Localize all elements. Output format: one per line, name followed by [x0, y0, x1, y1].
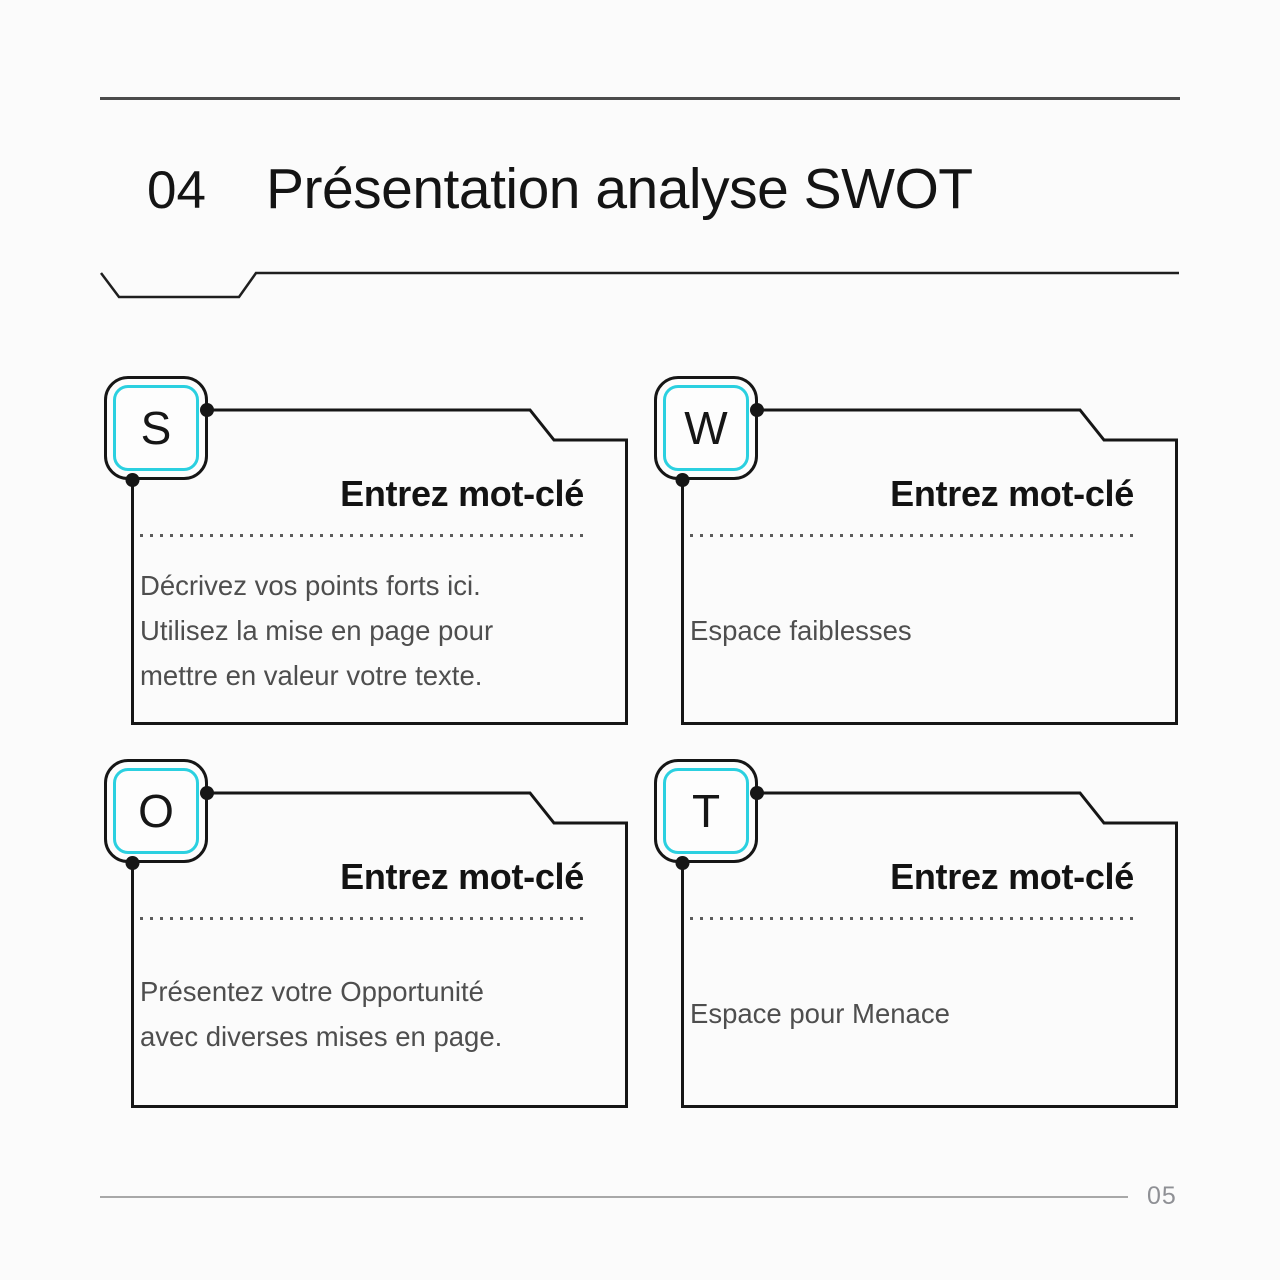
- keyword-field[interactable]: Entrez mot-clé: [340, 856, 584, 897]
- swot-card-opportunities: O Entrez mot-clé Présentez votre Opportu…: [104, 759, 628, 1108]
- swot-card-strengths: S Entrez mot-clé Décrivez vos points for…: [104, 376, 628, 725]
- badge-letter: S: [113, 385, 199, 471]
- keyword-field[interactable]: Entrez mot-clé: [340, 473, 584, 514]
- swot-card-weaknesses: W Entrez mot-clé Espace faiblesses: [654, 376, 1178, 725]
- swot-card-threats: T Entrez mot-clé Espace pour Menace: [654, 759, 1178, 1108]
- badge-letter: W: [663, 385, 749, 471]
- badge-letter: O: [113, 768, 199, 854]
- keyword-separator: [690, 917, 1134, 920]
- card-body-text[interactable]: Présentez votre Opportunité avec diverse…: [140, 975, 503, 1052]
- header-top-rule: [100, 97, 1180, 100]
- letter-badge-w: W: [654, 376, 758, 480]
- badge-letter: T: [663, 768, 749, 854]
- page-title: Présentation analyse SWOT: [265, 157, 973, 221]
- keyword-separator: [140, 534, 584, 537]
- keyword-separator: [140, 917, 584, 920]
- letter-badge-s: S: [104, 376, 208, 480]
- card-body-text[interactable]: Espace pour Menace: [690, 998, 950, 1029]
- keyword-field[interactable]: Entrez mot-clé: [890, 473, 1134, 514]
- letter-badge-o: O: [104, 759, 208, 863]
- page-number: 05: [1147, 1182, 1177, 1210]
- keyword-separator: [690, 534, 1134, 537]
- header-divider-notched-line: [100, 271, 1179, 299]
- section-number: 04: [147, 161, 206, 220]
- letter-badge-t: T: [654, 759, 758, 863]
- card-body-text[interactable]: Espace faiblesses: [690, 615, 912, 646]
- card-body-text[interactable]: Décrivez vos points forts ici. Utilisez …: [140, 570, 494, 691]
- keyword-field[interactable]: Entrez mot-clé: [890, 856, 1134, 897]
- footer-rule: [100, 1196, 1128, 1198]
- slide-header: 04 Présentation analyse SWOT: [147, 158, 973, 222]
